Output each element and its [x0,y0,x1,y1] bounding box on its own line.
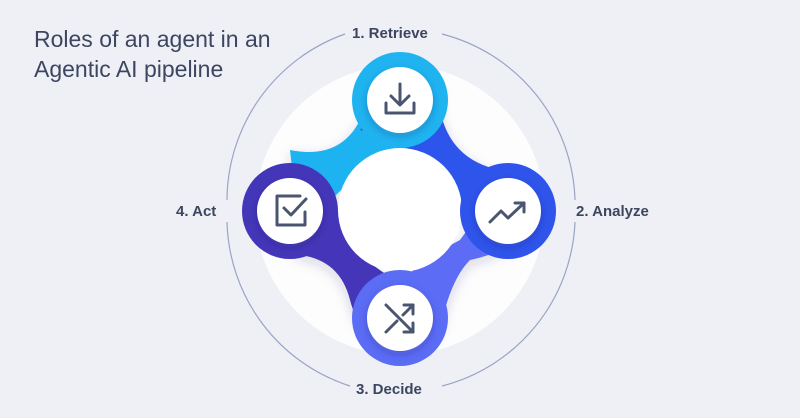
outer-ring [226,33,576,387]
download-tray-icon [384,82,416,115]
node-act [242,163,338,259]
shuffle-icon [384,303,415,334]
step-label-decide: 3. Decide [356,381,422,398]
node-decide [352,270,448,366]
center-hole [338,148,462,272]
title-line-1: Roles of an agent in an [34,26,271,52]
checkbox-icon [275,194,308,227]
trending-up-icon [488,201,526,224]
step-label-retrieve: 1. Retrieve [352,25,428,42]
step-label-analyze: 2. Analyze [576,203,649,220]
title-line-2: Agentic AI pipeline [34,56,224,82]
step-label-act: 4. Act [176,203,217,220]
node-retrieve [352,52,448,148]
node-analyze [460,163,556,259]
page-title: Roles of an agent in an Agentic AI pipel… [34,24,334,84]
